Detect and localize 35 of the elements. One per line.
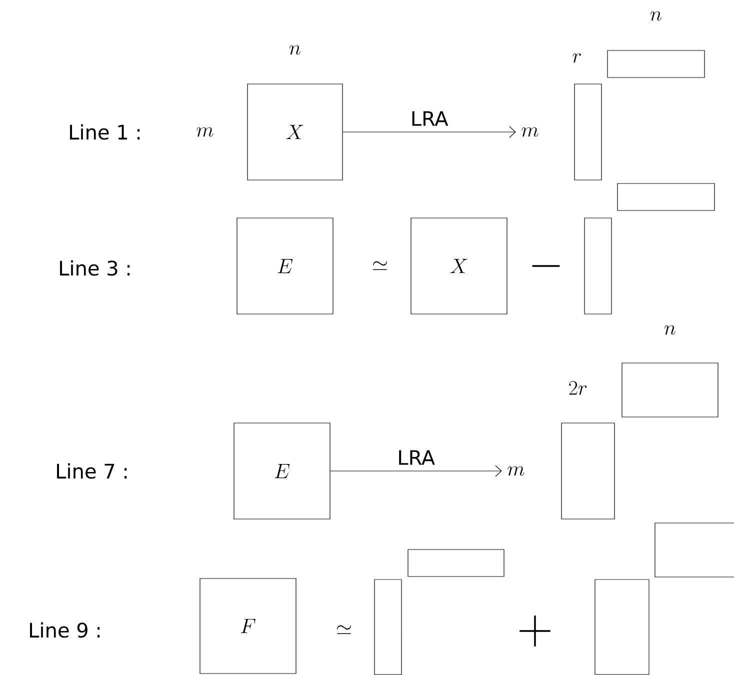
math-symbol: $-$ xyxy=(532,265,560,267)
matrix-box xyxy=(584,218,612,314)
math-symbol: $r$ xyxy=(572,53,581,63)
matrix-box xyxy=(374,579,402,675)
math-symbol: $\simeq$ xyxy=(373,261,387,270)
matrix-box xyxy=(607,50,705,78)
matrix-box xyxy=(408,549,504,577)
matrix-box xyxy=(594,579,650,675)
matrix-box xyxy=(574,84,602,180)
row-label: Line 9 : xyxy=(30,622,100,638)
row-label: Line 1 : xyxy=(70,124,140,140)
matrix-box: $X$ xyxy=(410,218,508,314)
matrix-box xyxy=(561,422,615,520)
arrow xyxy=(342,126,516,138)
math-symbol: $\simeq$ xyxy=(337,625,351,634)
math-symbol: $n$ xyxy=(650,11,662,21)
math-symbol: $n$ xyxy=(664,325,676,335)
row-label: Line 7 : xyxy=(57,463,127,479)
row-label: Line 3 : xyxy=(60,260,130,276)
matrix-box: $X$ xyxy=(247,84,343,180)
dimension-label: $m$ xyxy=(522,127,538,137)
matrix-box: $E$ xyxy=(236,218,334,314)
matrix-box xyxy=(617,183,715,211)
math-symbol: $m$ xyxy=(196,127,214,137)
matrix-box xyxy=(622,362,718,418)
dimension-label: $m$ xyxy=(508,466,524,476)
math-symbol: $2r$ xyxy=(569,380,587,395)
matrix-box: $F$ xyxy=(200,578,296,674)
math-symbol: $+$ xyxy=(519,615,551,647)
matrix-box: $E$ xyxy=(234,422,330,520)
edge-label: LRA xyxy=(399,450,435,465)
math-symbol: $n$ xyxy=(290,45,300,55)
arrow xyxy=(330,465,502,477)
matrix-box xyxy=(654,522,734,578)
edge-label: LRA xyxy=(412,111,448,126)
